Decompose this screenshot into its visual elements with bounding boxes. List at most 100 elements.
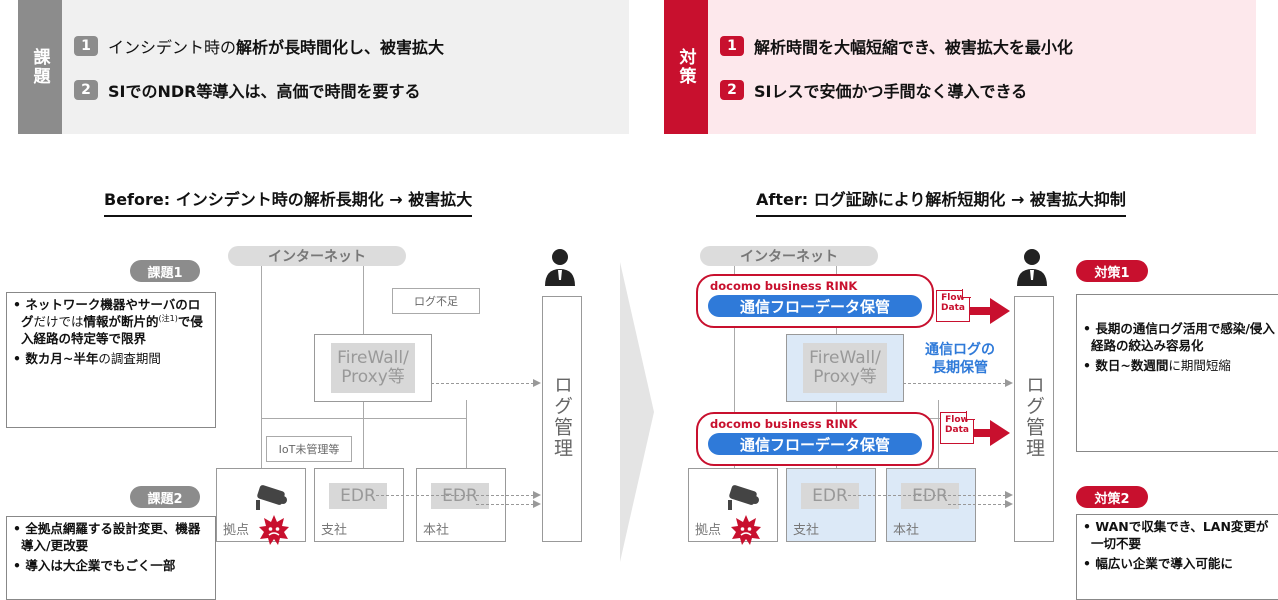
- measure-number-2: 2: [720, 80, 744, 100]
- issue-item-1-pre: インシデント時の: [108, 38, 237, 57]
- measure-item-2-bold: SIレスで安価かつ手間なく導入できる: [754, 82, 1028, 101]
- before-site-base: 拠点: [216, 468, 306, 542]
- rink-label-top: docomo business RINK: [710, 279, 858, 293]
- issue1-line1-a: ネットワーク機器やサーバのログ: [21, 297, 201, 330]
- before-line-fw: [363, 400, 364, 468]
- flow-arrow-bottom-icon: [974, 420, 1010, 446]
- after-fw-to-log-arrow: [903, 379, 1013, 387]
- measure1-line2-b: に期間短縮: [1168, 357, 1231, 373]
- after-site-hq-label: 本社: [893, 523, 920, 538]
- after-site-branch: EDR 支社: [786, 468, 876, 542]
- after-site-branch-label: 支社: [793, 523, 820, 538]
- before-line-bus: [261, 418, 467, 419]
- measure-item-2: 2 SIレスで安価かつ手間なく導入できる: [720, 78, 1027, 102]
- issue1-pill: 課題1: [130, 260, 200, 282]
- flow-arrow-top-icon: [970, 298, 1010, 324]
- before-camera-icon: [256, 485, 287, 510]
- issue-item-2: 2 SIでのNDR等導入は、高価で時間を要する: [74, 78, 420, 102]
- issue-tag: 課題: [18, 0, 62, 134]
- issue-item-2-bold: SIでのNDR等導入は、高価で時間を要する: [108, 82, 421, 101]
- measure1-pill: 対策1: [1076, 260, 1148, 282]
- after-firewall-box: FireWall/ Proxy等: [786, 334, 904, 402]
- before-line-mid: [363, 266, 364, 334]
- rink-service-top: 通信フローデータ保管: [708, 295, 922, 317]
- after-line-left: [734, 266, 735, 468]
- after-log-management-box: ログ管理: [1014, 296, 1054, 542]
- issue1-line1-c: 情報が断片的: [83, 314, 159, 330]
- before-branch-edr: EDR: [329, 483, 387, 509]
- measure-tag: 対策: [664, 0, 708, 134]
- after-line-right: [938, 400, 939, 468]
- measure1-line2-a: 数日~数週間: [1095, 357, 1169, 373]
- issue1-callout: • ネットワーク機器やサーバのログだけでは情報が断片的(注1)で侵入経路の特定等…: [6, 292, 216, 428]
- issue1-point-2: • 数カ月~半年の調査期間: [13, 350, 161, 366]
- before-admin-person-icon: [545, 249, 575, 286]
- measure2-point-1: • WANで収集でき、LAN変更が一切不要: [1083, 519, 1269, 551]
- before-edr-arrow-2: [476, 500, 541, 508]
- measure2-line1: WANで収集でき、LAN変更が一切不要: [1091, 519, 1269, 551]
- issue-number-1: 1: [74, 36, 98, 56]
- before-firewall-label: FireWall/ Proxy等: [331, 343, 415, 393]
- before-site-branch-label: 支社: [321, 523, 348, 538]
- before-internet-cloud: インターネット: [228, 246, 406, 266]
- issue-item-1-bold: 解析が長時間化し、被害拡大: [236, 38, 445, 57]
- transition-arrow-icon: [620, 262, 654, 562]
- measure1-point-1: • 長期の通信ログ活用で感染/侵入経路の絞込み容易化: [1083, 321, 1275, 353]
- measure2-pill: 対策2: [1076, 486, 1148, 508]
- issue2-point-2: • 導入は大企業でもごく一部: [13, 557, 176, 573]
- before-site-hq-label: 本社: [423, 523, 450, 538]
- flow-data-icon-bottom: Flow Data: [940, 411, 975, 444]
- after-long-term-storage: 通信ログの 長期保管: [925, 342, 995, 376]
- rink-label-bottom: docomo business RINK: [710, 417, 858, 431]
- before-line-right: [466, 400, 467, 468]
- measure2-point-2: • 幅広い企業で導入可能に: [1083, 555, 1233, 571]
- after-site-base: 拠点: [688, 468, 778, 542]
- flow-data-icon-top: Flow Data: [936, 289, 971, 322]
- rink-service-box-top: docomo business RINK 通信フローデータ保管: [696, 274, 934, 328]
- issue2-callout: • 全拠点網羅する設計変更、機器導入/更改要 • 導入は大企業でもごく一部: [6, 516, 216, 600]
- measure1-point-2: • 数日~数週間に期間短縮: [1083, 357, 1231, 373]
- after-firewall-label: FireWall/ Proxy等: [803, 343, 887, 393]
- before-firewall-box: FireWall/ Proxy等: [314, 334, 432, 402]
- after-camera-icon: [728, 485, 759, 510]
- after-internet-cloud: インターネット: [700, 246, 878, 266]
- issue-number-2: 2: [74, 80, 98, 100]
- after-edr-arrow-2: [948, 500, 1013, 508]
- after-site-hq: EDR 本社: [886, 468, 976, 542]
- measure1-callout: • 長期の通信ログ活用で感染/侵入経路の絞込み容易化 • 数日~数週間に期間短縮: [1076, 294, 1278, 452]
- measure2-callout: • WANで収集でき、LAN変更が一切不要 • 幅広い企業で導入可能に: [1076, 514, 1278, 600]
- measure-item-1: 1 解析時間を大幅短縮でき、被害拡大を最小化: [720, 34, 1073, 58]
- issue1-line2-a: 数カ月~半年: [25, 350, 99, 366]
- issue1-point-1: • ネットワーク機器やサーバのログだけでは情報が断片的(注1)で侵入経路の特定等…: [13, 297, 203, 346]
- after-admin-person-icon: [1017, 249, 1047, 286]
- after-branch-edr: EDR: [801, 483, 859, 509]
- measure-item-1-bold: 解析時間を大幅短縮でき、被害拡大を最小化: [754, 38, 1073, 57]
- before-site-base-label: 拠点: [223, 523, 250, 538]
- issue2-line2: 導入は大企業でもごく一部: [25, 557, 176, 573]
- before-hq-edr: EDR: [431, 483, 489, 509]
- before-log-shortage-label: ログ不足: [392, 288, 480, 314]
- after-virus-icon: [731, 515, 761, 545]
- before-log-management-label: ログ管理: [551, 375, 573, 459]
- measure1-line1: 長期の通信ログ活用で感染/侵入経路の絞込み容易化: [1091, 321, 1275, 353]
- before-edr-arrow-1: [376, 491, 541, 499]
- before-title: Before: インシデント時の解析長期化 → 被害拡大: [104, 186, 473, 217]
- measure2-line2: 幅広い企業で導入可能に: [1095, 555, 1233, 571]
- issue-item-1: 1 インシデント時の 解析が長時間化し、被害拡大: [74, 34, 444, 58]
- rink-service-bottom: 通信フローデータ保管: [708, 433, 922, 455]
- issue1-line1-b: だけでは: [33, 314, 84, 330]
- issue2-pill: 課題2: [130, 486, 200, 508]
- before-fw-to-log-arrow: [431, 379, 541, 387]
- issue-panel: 1 インシデント時の 解析が長時間化し、被害拡大 2 SIでのNDR等導入は、高…: [62, 0, 629, 134]
- after-hq-edr: EDR: [901, 483, 959, 509]
- issue1-note: (注1): [158, 313, 178, 323]
- issue2-line1: 全拠点網羅する設計変更、機器導入/更改要: [21, 521, 201, 553]
- after-site-base-label: 拠点: [695, 523, 722, 538]
- after-title: After: ログ証跡により解析短期化 → 被害拡大抑制: [756, 186, 1126, 217]
- before-iot-label: IoT未管理等: [266, 436, 352, 462]
- measure-number-1: 1: [720, 36, 744, 56]
- rink-service-box-bottom: docomo business RINK 通信フローデータ保管: [696, 412, 934, 466]
- issue1-line1-d: で侵入経路の特定等で限界: [21, 314, 203, 346]
- before-site-branch: EDR 支社: [314, 468, 404, 542]
- measure-panel: 1 解析時間を大幅短縮でき、被害拡大を最小化 2 SIレスで安価かつ手間なく導入…: [708, 0, 1256, 134]
